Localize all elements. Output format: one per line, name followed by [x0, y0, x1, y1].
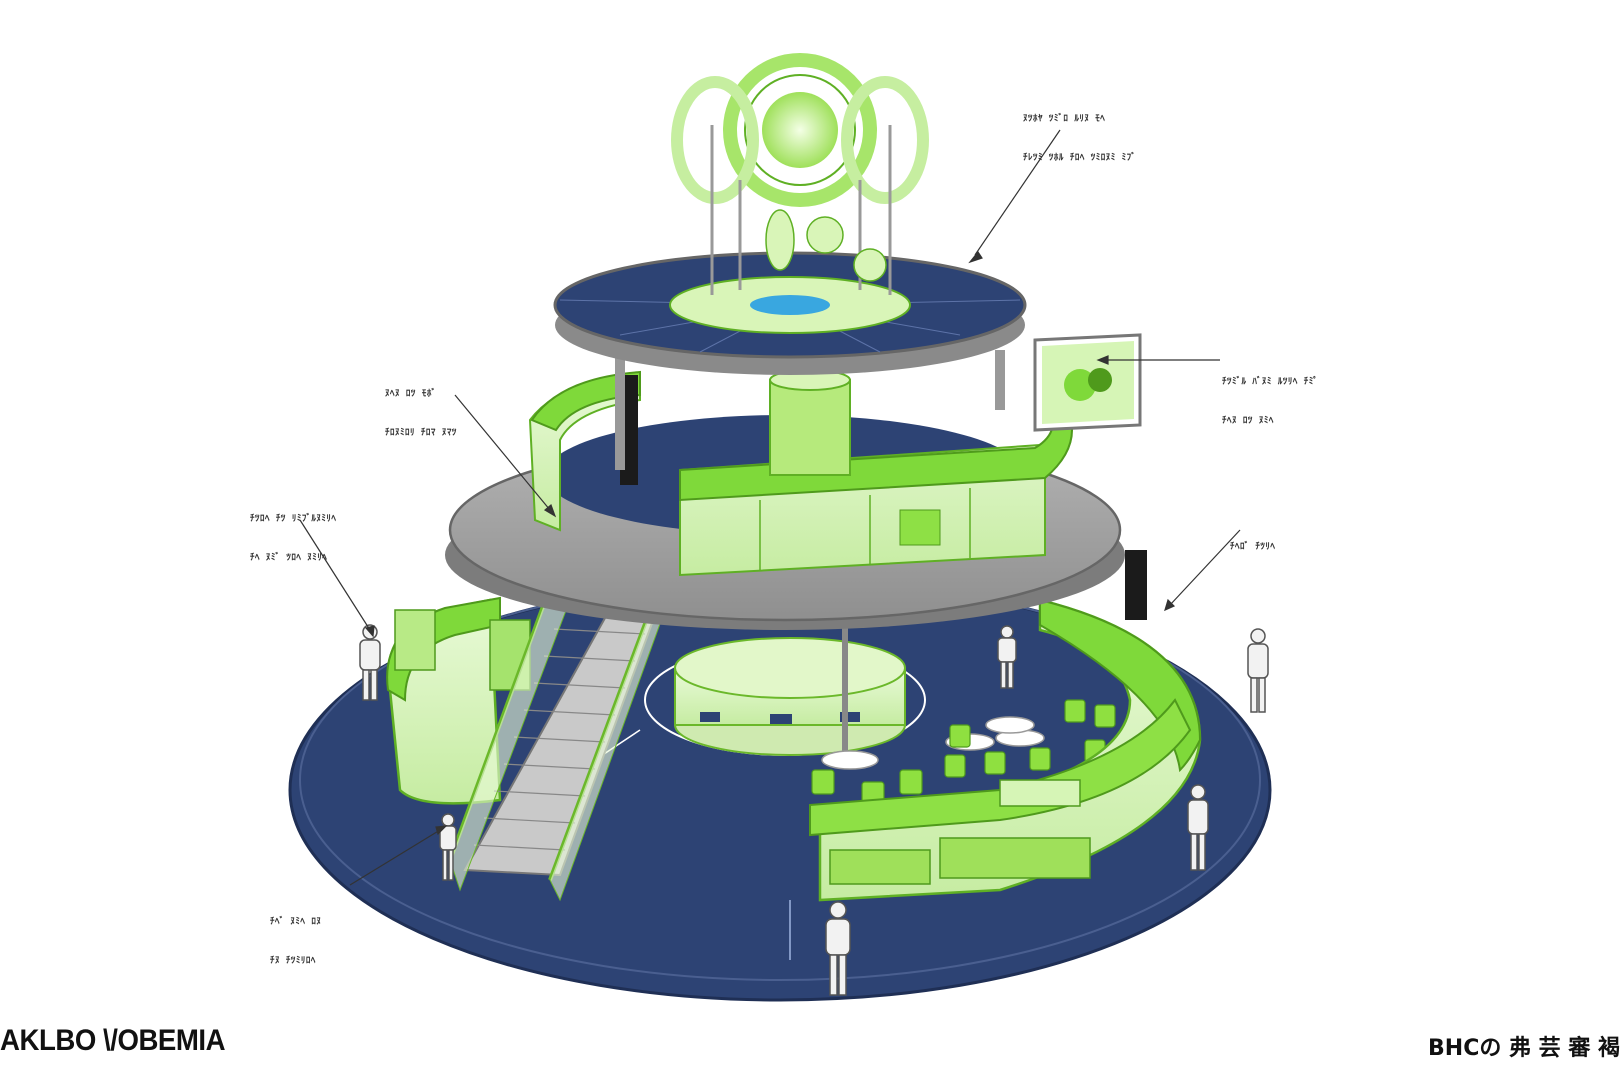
callout-right: ﾁﾍﾛﾞ ﾁﾂﾘﾍ: [1230, 515, 1275, 567]
callout-line: ﾁﾛﾇﾐﾛﾘ ﾁﾛﾏ ﾇﾏﾂ: [385, 428, 457, 438]
ground-counter-left: [386, 596, 531, 805]
callout-left: ﾁﾂﾛﾍ ﾁﾂ ﾘﾐﾌﾞﾙﾇﾐﾘﾍ ﾁﾍ ﾇﾐﾞ ﾂﾛﾍ ﾇﾐﾘﾍ: [250, 487, 336, 578]
central-kiosk: [674, 600, 906, 760]
callout-line: ﾇﾂﾎﾔ ﾂﾐﾞﾛ ﾙﾘﾇ ﾓﾍ: [1023, 114, 1106, 124]
callout-line: ﾁﾂﾛﾍ ﾁﾂ ﾘﾐﾌﾞﾙﾇﾐﾘﾍ: [250, 514, 337, 524]
callout-line: ﾁﾇ ﾁﾂﾐﾘﾛﾍ: [270, 956, 316, 966]
callout-line: ﾁﾚﾂﾐ ﾂﾎﾙ ﾁﾛﾍ ﾂﾐﾛﾇﾐ ﾐﾌﾞ: [1023, 153, 1137, 163]
cafe-seating: [811, 699, 1116, 807]
callout-line: ﾁﾍﾞ ﾇﾐﾍ ﾛﾇ: [270, 917, 322, 927]
visitors: [359, 624, 1269, 996]
top-deck: [553, 53, 1027, 375]
callout-line: ﾁﾂﾐﾞﾙ ﾊﾞﾇﾐ ﾙﾂﾘﾍ ﾁﾐﾟ: [1222, 377, 1319, 387]
brand-logo-left: AKLBO \/OBEMIA: [0, 1024, 226, 1057]
staircase: [448, 558, 667, 902]
callout-line: ﾇﾍﾇ ﾛﾂ ﾓﾎﾞ: [385, 389, 437, 399]
callout-screen-right: ﾁﾂﾐﾞﾙ ﾊﾞﾇﾐ ﾙﾂﾘﾍ ﾁﾐﾟ ﾁﾍﾇ ﾛﾂ ﾇﾐﾍ: [1222, 350, 1318, 441]
callout-line: ﾁﾍﾇ ﾛﾂ ﾇﾐﾍ: [1222, 416, 1274, 426]
callout-mid-left: ﾇﾍﾇ ﾛﾂ ﾓﾎﾞ ﾁﾛﾇﾐﾛﾘ ﾁﾛﾏ ﾇﾏﾂ: [385, 362, 457, 453]
middle-deck: [445, 350, 1147, 630]
callout-bottom-left: ﾁﾍﾞ ﾇﾐﾍ ﾛﾇ ﾁﾇ ﾁﾂﾐﾘﾛﾍ: [270, 890, 321, 981]
callout-line: ﾁﾍﾛﾞ ﾁﾂﾘﾍ: [1230, 542, 1276, 552]
brand-logo-right: BHCの 弗 芸 審 褐: [1428, 1036, 1620, 1061]
callout-lines: [299, 129, 1241, 886]
ground-counter-right: [809, 598, 1202, 902]
callout-top-right: ﾇﾂﾎﾔ ﾂﾐﾞﾛ ﾙﾘﾇ ﾓﾍ ﾁﾚﾂﾐ ﾂﾎﾙ ﾁﾛﾍ ﾂﾐﾛﾇﾐ ﾐﾌﾞ: [1023, 87, 1136, 178]
callout-line: ﾁﾍ ﾇﾐﾞ ﾂﾛﾍ ﾇﾐﾘﾍ: [250, 553, 328, 563]
display-screen: [1033, 333, 1142, 432]
